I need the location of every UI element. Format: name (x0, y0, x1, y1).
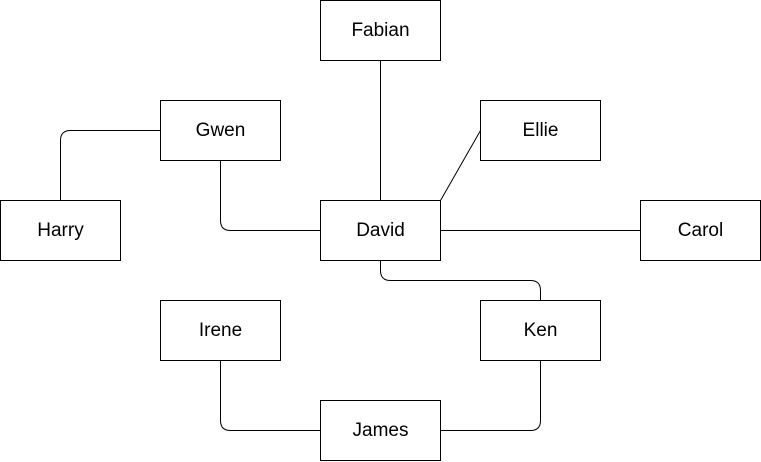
node-label: Ken (524, 320, 558, 341)
node-label: Carol (678, 220, 723, 241)
node-carol[interactable]: Carol (640, 200, 761, 261)
node-david[interactable]: David (320, 200, 441, 261)
edges (60, 60, 641, 431)
node-label: Ellie (523, 120, 559, 141)
edge-james-irene (220, 360, 321, 431)
node-gwen[interactable]: Gwen (160, 100, 281, 161)
node-label: Gwen (196, 120, 246, 141)
node-harry[interactable]: Harry (0, 200, 121, 261)
node-box (320, 400, 441, 461)
edge-david-gwen (220, 160, 321, 231)
node-box (160, 300, 281, 361)
node-ken[interactable]: Ken (480, 300, 601, 361)
node-box (320, 0, 441, 61)
node-box (480, 300, 601, 361)
edge-david-ken (380, 260, 541, 301)
node-label: Fabian (351, 20, 409, 41)
edge-ken-james (440, 360, 541, 431)
node-box (640, 200, 761, 261)
node-label: James (353, 420, 409, 441)
node-james[interactable]: James (320, 400, 441, 461)
edge-david-ellie (440, 130, 481, 201)
node-box (320, 200, 441, 261)
node-irene[interactable]: Irene (160, 300, 281, 361)
node-ellie[interactable]: Ellie (480, 100, 601, 161)
node-label: Harry (37, 220, 84, 241)
node-box (160, 100, 281, 161)
node-box (0, 200, 121, 261)
node-label: Irene (199, 320, 242, 341)
node-label: David (356, 220, 405, 241)
edge-gwen-harry (60, 130, 161, 201)
node-box (480, 100, 601, 161)
node-fabian[interactable]: Fabian (320, 0, 441, 61)
